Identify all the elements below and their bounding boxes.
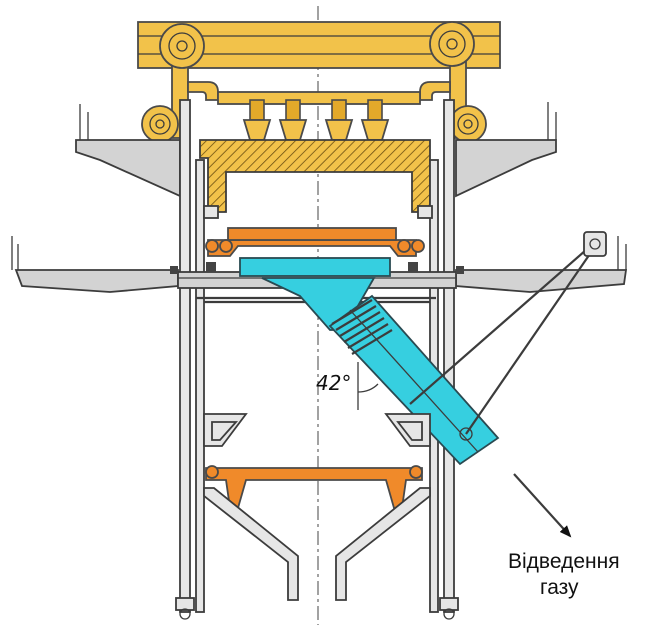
hatched-hood [199, 139, 431, 213]
column-foot-left [175, 597, 195, 620]
outlet-label-line1: Відведення [508, 550, 620, 573]
gas-outlet-pipe [239, 257, 500, 466]
upper-platform-left [75, 139, 181, 198]
pipe-flange-rings [331, 299, 393, 355]
column-foot-right [439, 597, 459, 620]
suspension-cable [409, 231, 607, 435]
column-right-outer [443, 99, 455, 613]
frame-wheel-top-right [429, 21, 475, 67]
upper-platform-right [455, 139, 557, 198]
hood-brackets [203, 205, 433, 219]
lower-hopper [203, 487, 431, 601]
column-left-outer [179, 99, 191, 613]
lower-trolley [205, 465, 423, 509]
angle-label: 42° [316, 371, 351, 395]
upper-trolley [205, 227, 425, 257]
frame-wheel-mid-left [141, 105, 179, 143]
upper-railings [79, 102, 557, 140]
outlet-label-line2: газу [540, 576, 579, 599]
frame-wheel-top-left [159, 23, 205, 69]
platform-railings [11, 236, 627, 270]
angle-annotation: 42° [316, 362, 379, 410]
side-wedges [203, 413, 431, 447]
rail-markers [170, 262, 464, 274]
frame-wheel-mid-right [449, 105, 487, 143]
column-left-inner [195, 159, 205, 613]
outlet-direction-arrow [513, 473, 572, 538]
